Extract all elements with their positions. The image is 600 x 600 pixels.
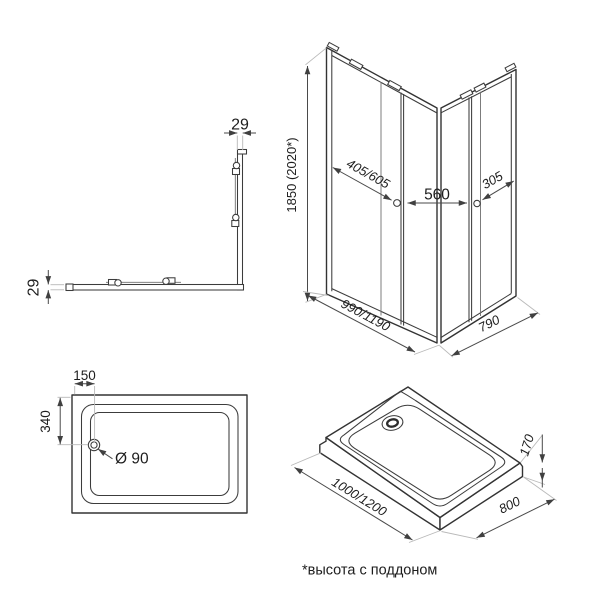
- dim-drain-offset-left: 150: [73, 368, 96, 443]
- drain-inner: [386, 418, 399, 428]
- dim-label-drain-offset-left: 150: [73, 368, 96, 383]
- horizontal-profile-end-cap: [65, 283, 74, 292]
- drain-outer: [381, 415, 404, 431]
- dim-enclosure-height: 1850 (2020*): [284, 47, 327, 303]
- dim-profile-bottom-height: 29: [26, 270, 64, 304]
- corner-profile-section-view: 29 29: [26, 117, 256, 304]
- dim-tray-height: 170: [516, 432, 546, 488]
- vertical-profile-top-cap: [236, 148, 248, 155]
- dim-label-entry-width: 560: [424, 187, 450, 204]
- dim-drain-diameter: Ø 90: [97, 448, 149, 468]
- roller-bracket: [231, 167, 241, 176]
- dim-label-profile-bottom-height: 29: [26, 279, 43, 297]
- tray-basin-rim-inner: [348, 404, 496, 500]
- dim-entry-width: 560: [407, 187, 468, 206]
- top-rail-cap: [504, 62, 517, 73]
- roller-wheel: [114, 279, 122, 287]
- tray-3d-view: 1000/1200 800 170: [290, 386, 557, 543]
- dim-label-profile-top-width: 29: [231, 117, 249, 134]
- tray-basin-rim-outer: [339, 390, 506, 507]
- enclosure-right-wall: [440, 62, 517, 344]
- horizontal-wall-profile: [67, 283, 245, 291]
- roller-wheel: [232, 213, 240, 222]
- top-rail-cap: [326, 41, 340, 52]
- dim-label-drain-diameter: Ø 90: [115, 451, 149, 468]
- enclosure-3d-view: 1850 (2020*) 405/605 560 305 990/1190 79…: [284, 41, 541, 358]
- dim-drain-offset-top: 340: [38, 396, 88, 446]
- left-door-knob: [393, 199, 401, 207]
- dim-label-enclosure-height: 1850 (2020*): [284, 137, 299, 212]
- tray-plan-view: Ø 90 150 340: [38, 368, 248, 514]
- tray-rim-outer: [80, 403, 239, 505]
- tray-rim-inner: [89, 411, 230, 497]
- dim-label-tray-height: 170: [516, 432, 537, 458]
- dim-label-tray-width: 800: [496, 493, 523, 516]
- roller-bracket: [231, 219, 240, 228]
- right-door-knob: [473, 199, 481, 208]
- tray-top-face: [325, 386, 521, 519]
- enclosure-left-wall: [325, 41, 438, 344]
- top-roller-housing: [348, 58, 364, 71]
- dim-label-drain-offset-top: 340: [38, 410, 53, 433]
- top-roller-housing: [386, 79, 402, 92]
- drain-inner: [90, 441, 98, 449]
- footer-note: *высота с поддоном: [302, 563, 437, 579]
- roller-wheel: [162, 277, 170, 285]
- roller-wheel: [232, 161, 241, 170]
- dim-profile-top-width: 29: [224, 117, 256, 150]
- top-roller-housing: [473, 82, 487, 93]
- top-roller-housing: [459, 89, 474, 100]
- drain-outer: [87, 438, 101, 452]
